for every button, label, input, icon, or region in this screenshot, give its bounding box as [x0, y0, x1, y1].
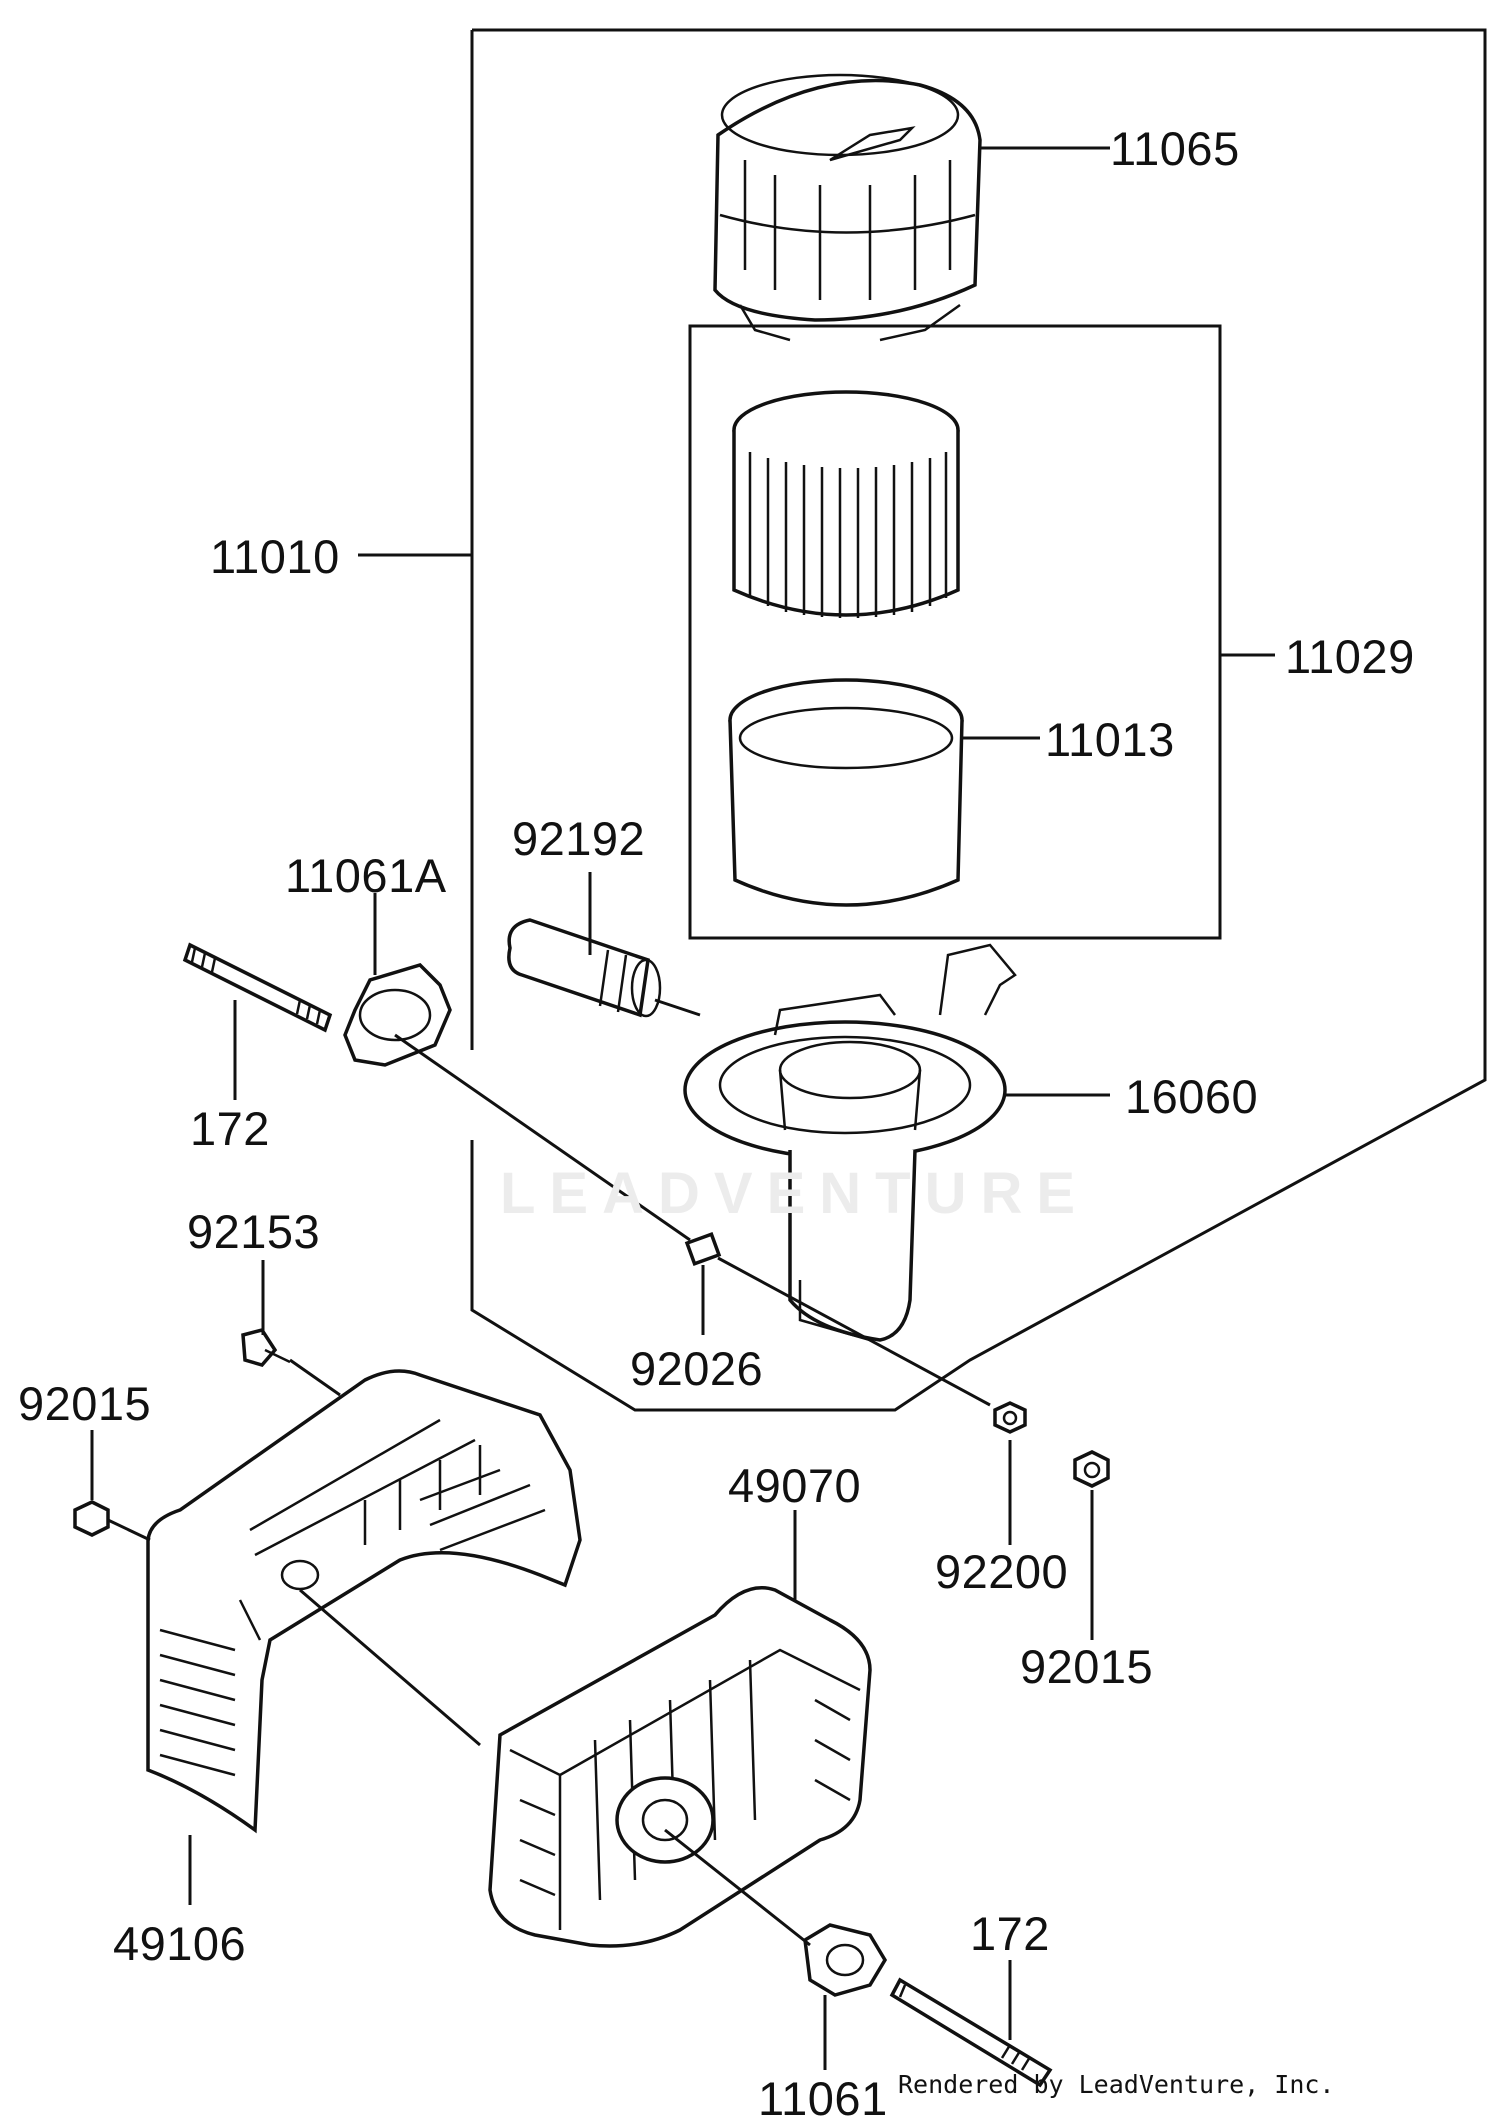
label-16060: 16060 [1125, 1070, 1259, 1123]
bolt-92153 [241, 1327, 291, 1367]
alignment-lines [107, 998, 991, 1947]
label-92026: 92026 [630, 1342, 764, 1395]
label-11013: 11013 [1045, 713, 1175, 766]
label-49106: 49106 [113, 1917, 247, 1970]
label-92015-right: 92015 [1020, 1640, 1154, 1693]
leader-lines [90, 146, 1275, 2070]
label-49070: 49070 [728, 1459, 862, 1512]
watermark: LEADVENTURE [500, 1161, 1090, 1226]
nut-92200 [993, 1401, 1027, 1434]
spacer-92026 [684, 1231, 722, 1267]
label-92200: 92200 [935, 1545, 1069, 1598]
intake-pipe-92192 [507, 918, 662, 1018]
label-92192: 92192 [512, 812, 646, 865]
air-cleaner-base-16060 [683, 943, 1017, 1342]
paper-filter-element [732, 390, 960, 618]
gasket-11061 [803, 1923, 888, 1997]
stud-bolt-172-upper [182, 942, 333, 1033]
stud-bolt-172-lower [889, 1977, 1053, 2088]
assembly-frame-11010 [470, 28, 1487, 1412]
label-11061A: 11061A [285, 849, 447, 902]
muffler-cover-49106 [146, 1369, 582, 1834]
gasket-11061A [343, 963, 452, 1067]
nut-92015-right [1073, 1450, 1110, 1488]
label-11065: 11065 [1110, 122, 1240, 175]
pre-filter-11013 [728, 678, 964, 907]
muffler-49070 [488, 1586, 872, 1948]
filter-kit-box-11029 [688, 324, 1222, 940]
label-92015-left: 92015 [18, 1377, 152, 1430]
render-credit: Rendered by LeadVenture, Inc. [898, 2070, 1335, 2099]
nut-92015-left [73, 1500, 110, 1537]
label-92153: 92153 [187, 1205, 321, 1258]
label-172-lower: 172 [970, 1907, 1050, 1960]
label-172-upper: 172 [190, 1102, 270, 1155]
label-11061: 11061 [758, 2072, 888, 2125]
label-11029: 11029 [1285, 630, 1415, 683]
label-11010: 11010 [210, 530, 340, 583]
air-cleaner-cover-11065 [713, 73, 982, 342]
